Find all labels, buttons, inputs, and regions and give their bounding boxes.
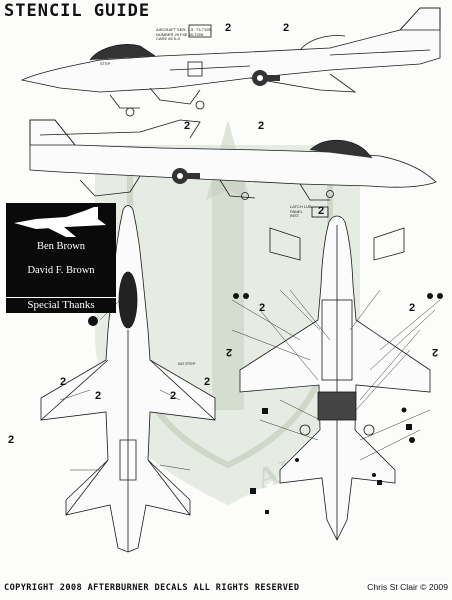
callout-number: 2: [283, 22, 290, 34]
step-stencil: STEP: [100, 61, 111, 66]
plan-view-top: [40, 205, 216, 553]
credit-name-1: Ben Brown: [36, 241, 86, 252]
callout-number: 2: [95, 390, 102, 402]
callout-number: 2: [184, 120, 191, 132]
plan-view-bottom: [239, 215, 431, 541]
credits-box: Ben Brown David F. Brown: [6, 203, 116, 313]
no-step-stencil: NO STEP: [178, 361, 196, 366]
callout-number: 2: [204, 376, 211, 388]
stencil-markers: [88, 293, 443, 514]
callout-number: 2: [225, 22, 232, 34]
aircraft-silhouette: [14, 207, 106, 237]
side-view-right: [29, 119, 437, 201]
special-thanks: Special Thanks: [6, 297, 116, 311]
callout-number: 2: [60, 376, 67, 388]
callout-number: 2: [8, 434, 15, 446]
side-view-left: [20, 7, 441, 117]
callout-number: 2: [318, 205, 325, 217]
copyright-footer: COPYRIGHT 2008 AFTERBURNER DECALS ALL RI…: [4, 583, 300, 593]
aircraft-data-stencil: AIRCRAFT SER. 7-5 NUMBER 29 F4E 69-7299 …: [156, 27, 204, 41]
latch-panel-stencil: LATCH LUB PANEL INST.: [290, 204, 312, 218]
callout-number: 2: [258, 120, 265, 132]
callout-number: 2: [259, 302, 266, 314]
callout-number: 2: [409, 302, 416, 314]
page-title: STENCIL GUIDE: [4, 1, 151, 21]
callout-number: 2: [226, 346, 233, 358]
callout-number: 2: [170, 390, 177, 402]
photo-credit: Chris St Clair © 2009: [365, 582, 450, 592]
national-insignia: [172, 70, 280, 184]
tail-number-stencil: 73-7195: [196, 27, 211, 32]
panel-boxes: [188, 24, 329, 218]
credit-name-2: David F. Brown: [27, 265, 95, 276]
callout-number: 2: [432, 346, 439, 358]
